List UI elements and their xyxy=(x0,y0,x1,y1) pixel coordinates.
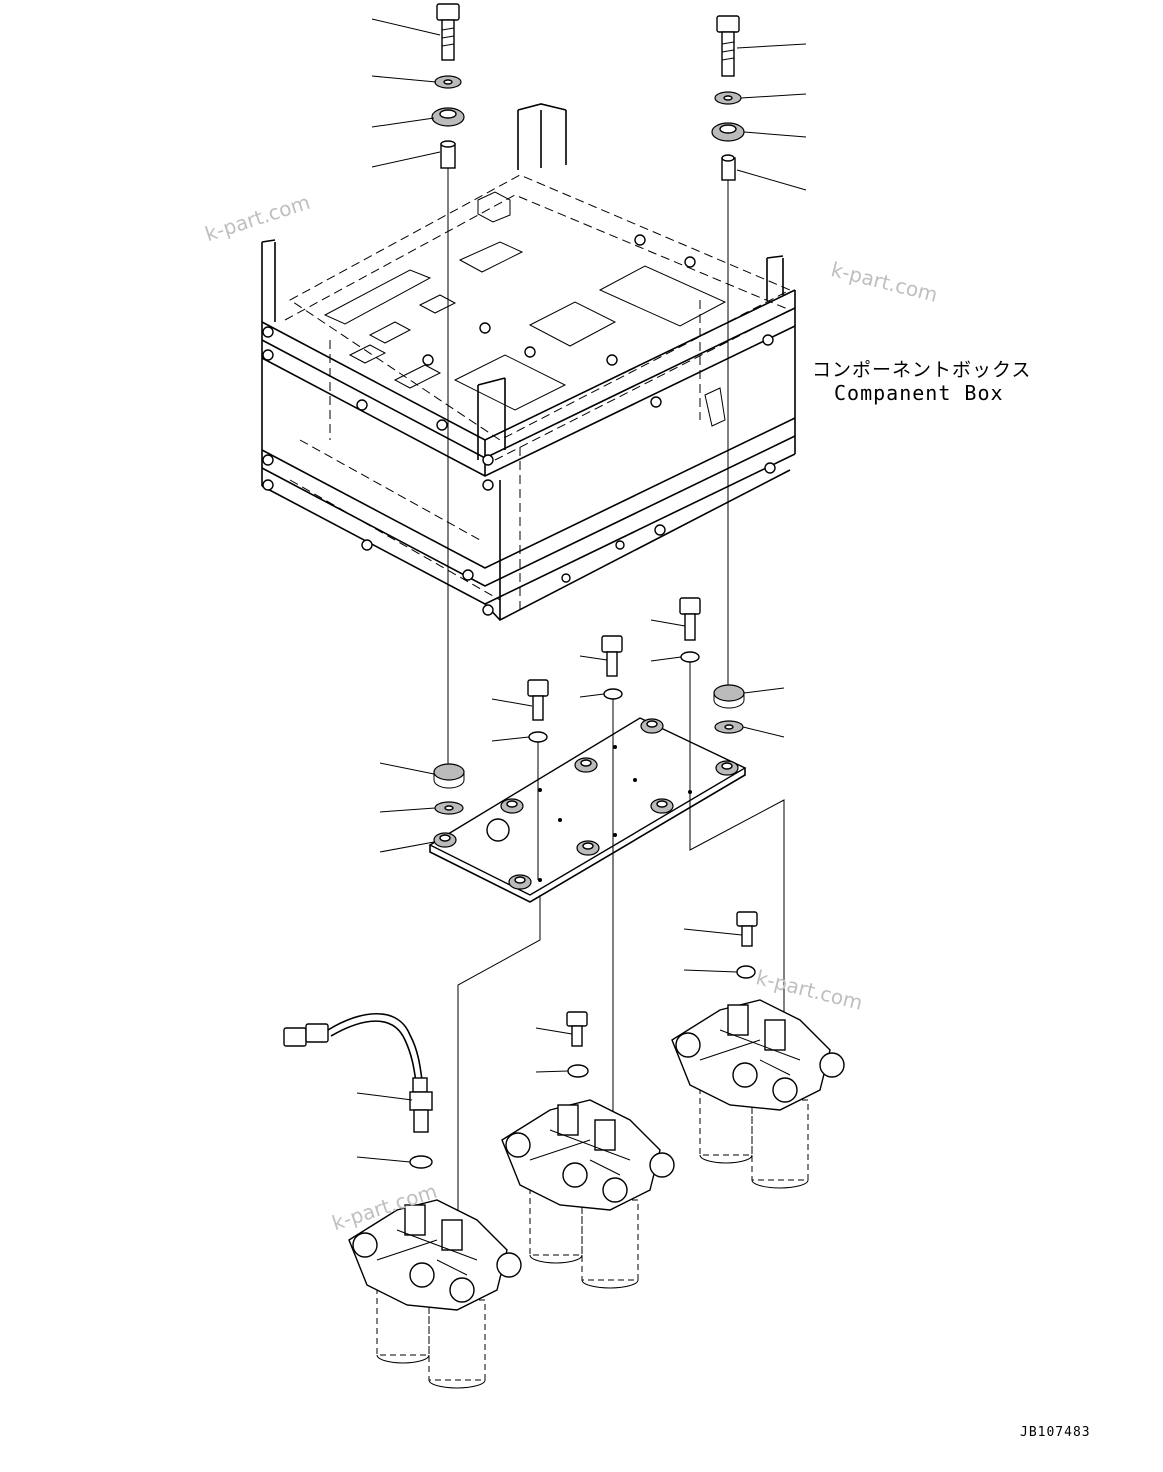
filter-bolt-middle xyxy=(566,1011,588,1047)
collar-right-top xyxy=(721,154,736,181)
sensor-washer xyxy=(409,1155,433,1169)
spacer-ring-right-top xyxy=(711,122,745,142)
plate-bolt-1 xyxy=(527,679,549,721)
spacer-ring-left-top xyxy=(431,107,465,127)
leader-lines xyxy=(356,18,807,1163)
filter-washer-right xyxy=(736,965,756,979)
cushion-right xyxy=(713,684,745,709)
filter-bolt-right xyxy=(736,911,758,947)
component-box xyxy=(261,103,796,621)
collar-left-top xyxy=(440,140,456,169)
filter-washer-middle xyxy=(567,1064,589,1078)
drawing-code: JB107483 xyxy=(1020,1425,1091,1440)
cushion-left xyxy=(433,763,465,789)
filter-assembly-left xyxy=(348,1199,522,1389)
plate-washer-1 xyxy=(528,731,548,743)
component-box-label-en: Companent Box xyxy=(834,381,1004,405)
filter-assembly-middle xyxy=(501,1099,675,1289)
component-box-label-jp: コンポーネントボックス xyxy=(812,359,1032,381)
pressure-sensor xyxy=(283,1013,433,1133)
mount-bolt-right-top xyxy=(716,15,740,77)
plate-bolt-2 xyxy=(601,635,623,677)
plate-washer-2 xyxy=(603,688,623,700)
mounting-plate xyxy=(428,717,747,903)
mount-bolt-left-top xyxy=(436,3,460,61)
plate-washer-3 xyxy=(680,651,700,663)
filter-assembly-right xyxy=(671,999,845,1189)
plate-bolt-3 xyxy=(679,597,701,641)
